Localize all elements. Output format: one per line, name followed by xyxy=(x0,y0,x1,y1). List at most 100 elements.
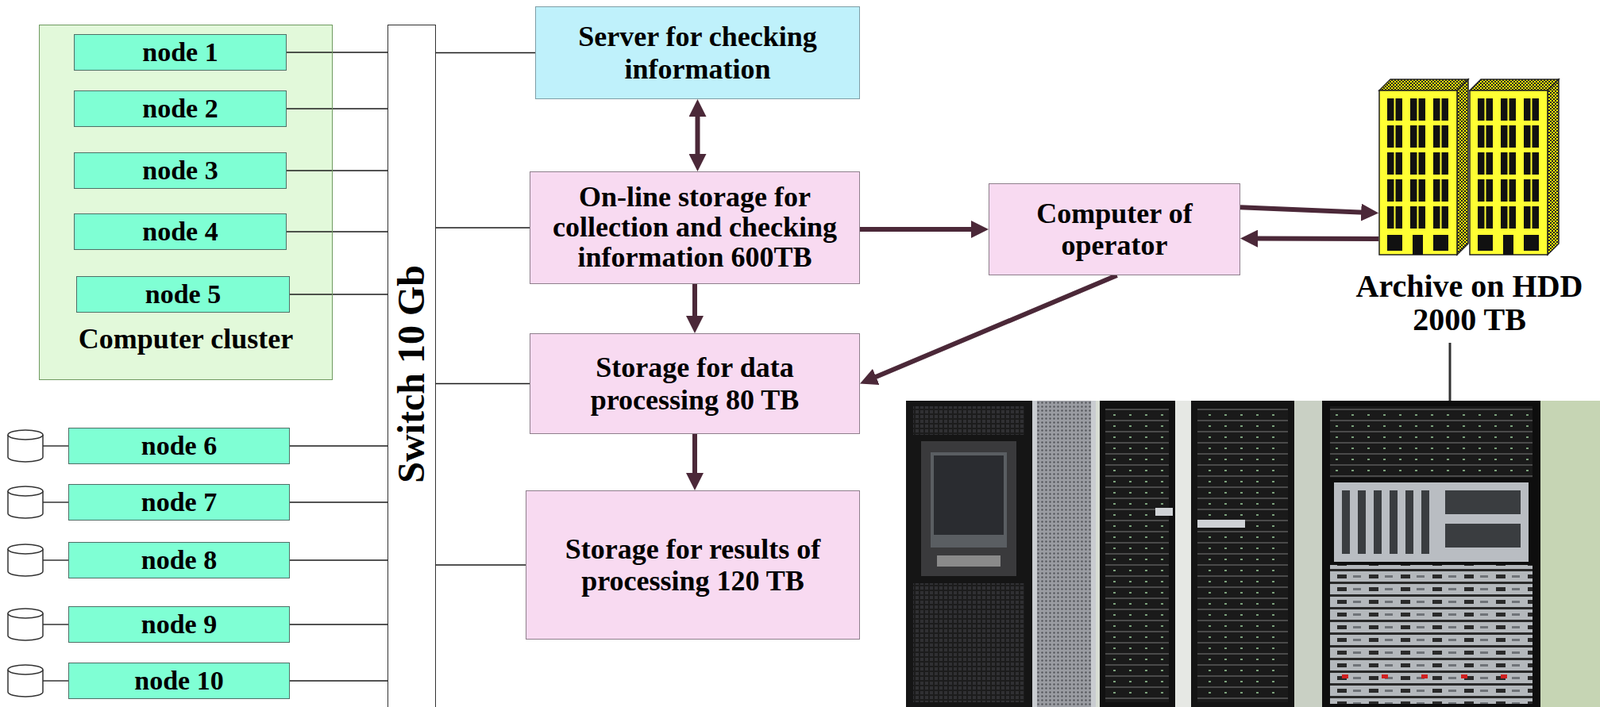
server-room-photo xyxy=(1032,400,1038,707)
operator-box: Computer of operator xyxy=(988,183,1241,276)
disk-icon xyxy=(7,430,69,463)
server-room-photo xyxy=(913,406,1025,436)
archive-building xyxy=(1387,98,1449,255)
archive-building xyxy=(1469,79,1559,91)
disk-icon xyxy=(7,665,43,675)
node-box: node 1 xyxy=(73,34,287,70)
server-room-photo xyxy=(1330,565,1533,705)
node-box: node 7 xyxy=(68,484,290,521)
server-room-photo xyxy=(930,452,1007,548)
disk-icon xyxy=(42,680,69,683)
node-box: node 3 xyxy=(73,152,287,189)
network-link xyxy=(435,564,526,567)
archive-building xyxy=(1395,98,1442,229)
server-room-photo xyxy=(1445,490,1521,515)
server-room-photo xyxy=(1175,400,1192,707)
server-box: Server for checking information xyxy=(535,6,860,100)
storage-box: Storage for results of processing 120 TB xyxy=(525,490,860,640)
server-room-photo xyxy=(913,583,1025,703)
server-room-photo xyxy=(921,441,1017,577)
server-room-photo xyxy=(1389,490,1398,555)
data-flow-arrow xyxy=(695,108,701,162)
network-link xyxy=(435,52,536,54)
server-room-photo xyxy=(1197,408,1288,703)
group-fill xyxy=(38,24,333,381)
server-room-photo xyxy=(1099,400,1176,707)
network-switch: Switch 10 Gb xyxy=(387,24,436,707)
server-room-photo xyxy=(1341,490,1521,555)
node-label: node 10 xyxy=(134,666,224,696)
box-label: Storage for results of processing 120 TB xyxy=(534,533,852,598)
archive-building xyxy=(1387,235,1403,251)
archive-node: Archive on HDD 2000 TB xyxy=(1346,79,1593,337)
archive-building xyxy=(1530,98,1533,229)
archive-building xyxy=(1523,235,1539,251)
server-room-photo xyxy=(1341,674,1508,679)
server-room-photo xyxy=(1357,490,1366,555)
server-room-photo xyxy=(1105,408,1169,703)
network-link xyxy=(289,559,388,562)
archive-building xyxy=(1379,90,1458,255)
server-room-photo xyxy=(1322,400,1541,707)
server-room-photo xyxy=(1421,490,1430,555)
server-room-photo xyxy=(1540,400,1600,707)
server-room-photo xyxy=(1333,482,1529,563)
disk-icon xyxy=(7,544,43,555)
disk-icon xyxy=(7,486,43,497)
server-room-photo xyxy=(936,555,1001,567)
data-flow-arrow xyxy=(692,284,698,324)
network-link xyxy=(286,51,388,54)
disk-icon xyxy=(7,486,69,519)
node-label: node 6 xyxy=(141,431,217,461)
server-room-photo xyxy=(1341,674,1349,679)
storage-box: On-line storage for collection and check… xyxy=(529,171,860,285)
server-room-photo xyxy=(1445,524,1521,548)
archive-building xyxy=(1417,98,1419,229)
node-box: node 9 xyxy=(68,606,290,643)
node-label: node 9 xyxy=(141,609,217,640)
archive-building xyxy=(1469,90,1548,255)
data-flow-arrow xyxy=(868,275,1118,381)
data-flow-arrow xyxy=(1249,236,1379,242)
server-room-photo xyxy=(906,400,1600,707)
archive-building xyxy=(1379,79,1469,91)
archive-building xyxy=(1485,98,1532,229)
data-flow-arrow xyxy=(1240,207,1369,213)
server-room-photo xyxy=(1381,674,1388,679)
archive-label: Archive on HDD 2000 TB xyxy=(1350,269,1589,337)
archive-building xyxy=(1477,98,1539,255)
data-flow-arrow xyxy=(859,227,980,232)
archive-building xyxy=(1440,98,1442,229)
storage-box: Storage for data processing 80 TB xyxy=(529,333,860,435)
network-link xyxy=(289,293,388,296)
node-label: node 4 xyxy=(142,216,218,247)
node-box: node 10 xyxy=(68,663,290,699)
node-label: node 5 xyxy=(145,279,221,309)
archive-building xyxy=(1547,79,1559,255)
box-label: Storage for data processing 80 TB xyxy=(538,351,852,417)
server-room-photo xyxy=(1421,674,1428,679)
server-room-photo xyxy=(1405,490,1414,555)
server-room-photo xyxy=(1373,490,1382,555)
node-label: node 1 xyxy=(142,37,218,67)
node-label: node 3 xyxy=(142,155,218,186)
disk-icon xyxy=(7,665,69,698)
archive-building xyxy=(1484,98,1487,229)
disk-icon xyxy=(7,544,69,577)
network-link xyxy=(286,169,388,172)
server-room-photo xyxy=(1294,400,1323,707)
disk-icon xyxy=(7,430,43,440)
network-link xyxy=(435,227,530,229)
node-box: node 2 xyxy=(73,90,287,127)
cluster-group: Computer clusternode 1node 2node 3node 4… xyxy=(38,24,333,381)
disk-icon xyxy=(42,501,69,504)
server-room-photo xyxy=(1330,406,1533,479)
connector-group xyxy=(286,52,1379,682)
network-link xyxy=(289,445,388,448)
node-box: node 6 xyxy=(68,427,290,464)
archive-building xyxy=(1433,235,1449,251)
server-room-photo xyxy=(1341,490,1350,555)
node-box: node 5 xyxy=(76,276,290,313)
server-room-photo xyxy=(1155,508,1173,517)
server-room-photo xyxy=(1461,674,1468,679)
